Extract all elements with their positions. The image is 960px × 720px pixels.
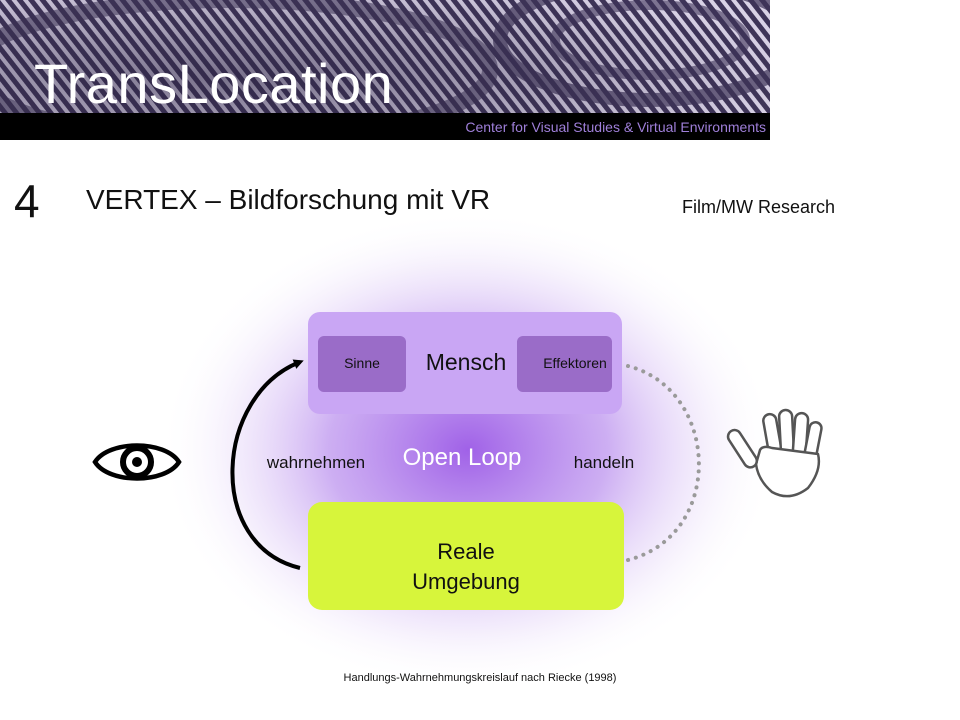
action-path xyxy=(626,364,701,562)
effectors-label: Effektoren xyxy=(543,355,607,371)
senses-label: Sinne xyxy=(344,355,380,371)
header-bar xyxy=(0,113,770,140)
environment-label-line2: Umgebung xyxy=(412,569,520,594)
perception-arrow xyxy=(230,359,304,570)
slide-number: 4 xyxy=(14,175,40,227)
environment-label-line1: Reale xyxy=(437,539,494,564)
human-label: Mensch xyxy=(426,349,507,375)
header-banner: TransLocation Center for Visual Studies … xyxy=(0,0,770,140)
diagram-caption: Handlungs-Wahrnehmungskreislauf nach Rie… xyxy=(343,672,617,684)
eye-icon xyxy=(92,443,182,481)
slide-title: VERTEX – Bildforschung mit VR xyxy=(86,184,491,215)
senses-box xyxy=(318,336,406,392)
brand-subtitle: Center for Visual Studies & Virtual Envi… xyxy=(465,119,766,135)
environment-box xyxy=(308,502,624,610)
perceive-label: wahrnehmen xyxy=(266,453,365,472)
brand-title: TransLocation xyxy=(34,52,394,115)
act-label: handeln xyxy=(574,453,635,472)
effectors-box xyxy=(517,336,612,392)
slide-tag: Film/MW Research xyxy=(682,197,836,217)
open-loop-label: Open Loop xyxy=(403,444,522,471)
hand-icon xyxy=(726,408,823,498)
